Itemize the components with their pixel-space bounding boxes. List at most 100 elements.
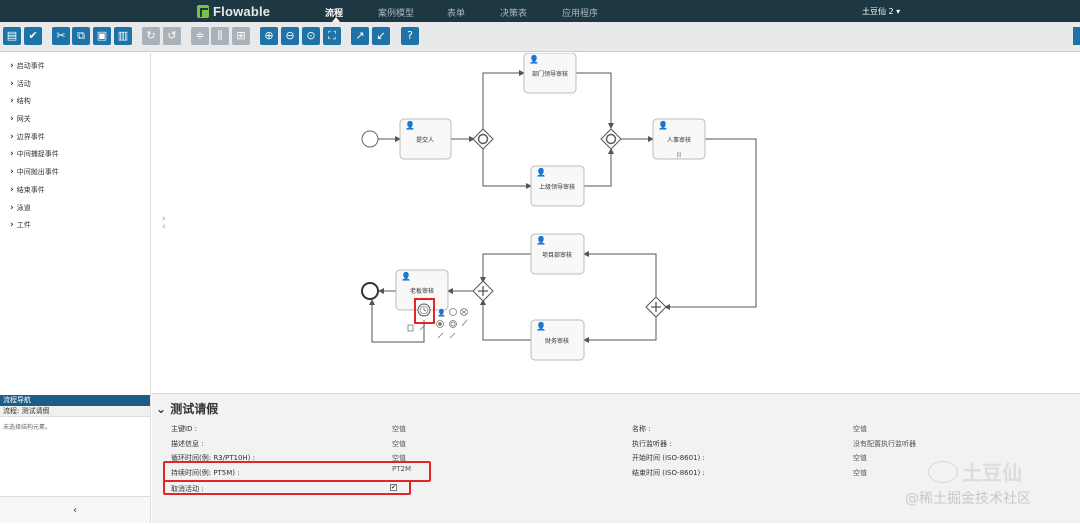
palette-structural[interactable]: 结构 xyxy=(10,96,31,106)
flowable-logo-icon xyxy=(197,4,209,18)
same-size-button[interactable]: ⊞ xyxy=(232,27,250,45)
watermark-community: @稀土掘金技术社区 xyxy=(905,491,1031,507)
paste-button[interactable]: ▣ xyxy=(93,27,111,45)
timer-highlight-box xyxy=(414,298,435,324)
svg-text:👤: 👤 xyxy=(529,54,539,64)
flowable-logo[interactable]: Flowable xyxy=(197,3,270,19)
cut-button[interactable]: ✂ xyxy=(52,27,70,45)
prop-label-description: 描述信息 : xyxy=(171,440,204,448)
nav-apps[interactable]: 应用程序 xyxy=(562,9,599,19)
cancel-activity-highlight-box xyxy=(163,480,411,495)
prop-label-cancel-activity: 取消活动 : xyxy=(171,485,204,493)
wechat-watermark-icon xyxy=(928,461,958,483)
svg-text:👤: 👤 xyxy=(536,167,546,177)
boundary-timer-event[interactable] xyxy=(417,303,431,317)
palette-start-events[interactable]: 启动事件 xyxy=(10,61,45,71)
watermark-author: 土豆仙 xyxy=(962,461,1022,485)
properties-title[interactable]: ⌄ 测试请假 xyxy=(156,400,218,417)
zoom-actual-button[interactable]: ⊙ xyxy=(302,27,320,45)
task-superior-label: 上级领导审核 xyxy=(539,183,575,191)
user-menu[interactable]: 土豆仙 2 ▾ xyxy=(862,7,901,16)
logo-text: Flowable xyxy=(213,3,271,19)
nav-case-model[interactable]: 案例模型 xyxy=(378,9,415,19)
palette-toggle-icon[interactable]: ›‹ xyxy=(162,214,166,232)
align-horizontal-button[interactable]: ⫼ xyxy=(211,27,229,45)
task-dept-review[interactable]: 👤 部门领导审核 xyxy=(523,53,577,94)
task-finance-review[interactable]: 👤 财务审核 xyxy=(530,319,585,361)
palette-intermediate-catch[interactable]: 中间捕捉事件 xyxy=(10,149,59,159)
undo-button[interactable]: ↺ xyxy=(163,27,181,45)
task-hr-label: 人事审核 xyxy=(667,136,691,144)
redo-button[interactable]: ↻ xyxy=(142,27,160,45)
prop-label-id: 主键ID : xyxy=(171,425,198,433)
navigator-process-row[interactable]: 流程: 测试请假 xyxy=(0,406,150,417)
prop-value-description[interactable]: 空值 xyxy=(392,440,406,448)
cancel-activity-checkbox[interactable]: ✔ xyxy=(390,484,397,491)
palette-swimlanes[interactable]: 泳道 xyxy=(10,203,31,213)
palette-end-events[interactable]: 结束事件 xyxy=(10,185,45,195)
svg-text:👤: 👤 xyxy=(405,120,415,130)
palette-artifacts[interactable]: 工件 xyxy=(10,220,31,230)
prop-value-exec-listener[interactable]: 没有配置执行监听器 xyxy=(853,440,916,448)
zoom-fit-button[interactable]: ⛶ xyxy=(323,27,341,45)
bend-point-remove-button[interactable]: ↙ xyxy=(372,27,390,45)
nav-process[interactable]: 流程 xyxy=(325,9,344,19)
palette-boundary-events[interactable]: 边界事件 xyxy=(10,132,45,142)
task-pm-review[interactable]: 👤 项目部审核 xyxy=(530,233,585,275)
shape-palette: 启动事件 活动 结构 网关 边界事件 中间捕捉事件 中间抛出事件 结束事件 泳道… xyxy=(0,53,151,395)
end-event[interactable] xyxy=(361,282,379,300)
copy-button[interactable]: ⧉ xyxy=(72,27,90,45)
parallel-join-gateway[interactable] xyxy=(472,280,494,302)
nav-form[interactable]: 表单 xyxy=(447,9,466,19)
multi-instance-marker: ||| xyxy=(676,152,681,158)
merge-gateway[interactable] xyxy=(600,128,622,150)
prop-label-exec-listener: 执行监听器 : xyxy=(632,440,672,448)
prop-value-end-time[interactable]: 空值 xyxy=(853,469,867,477)
properties-title-text: 测试请假 xyxy=(170,402,219,416)
palette-gateways[interactable]: 网关 xyxy=(10,114,31,124)
bend-point-add-button[interactable]: ↗ xyxy=(351,27,369,45)
palette-activities[interactable]: 活动 xyxy=(10,79,31,89)
navigator-title: 流程导航 xyxy=(0,395,150,406)
split-gateway[interactable] xyxy=(472,128,494,150)
task-finance-label: 财务审核 xyxy=(545,337,569,345)
active-tab-caret xyxy=(332,17,340,22)
svg-text:👤: 👤 xyxy=(536,321,546,331)
chevron-down-icon: ⌄ xyxy=(156,402,171,416)
task-submit-label: 提交人 xyxy=(416,136,434,144)
palette-intermediate-throw[interactable]: 中间抛出事件 xyxy=(10,167,59,177)
prop-value-duration[interactable]: PT2M xyxy=(392,465,411,473)
process-canvas[interactable]: 👤提交人 👤部门领导审核 👤上级领导审核 👤人事审核||| 👤项目部审核 👤财务… xyxy=(312,53,768,393)
nav-decision-table[interactable]: 决策表 xyxy=(500,9,528,19)
align-vertical-button[interactable]: ≑ xyxy=(191,27,209,45)
svg-text:👤: 👤 xyxy=(658,120,668,130)
prop-value-start-time[interactable]: 空值 xyxy=(853,454,867,462)
collapse-left-icon[interactable]: ‹ xyxy=(0,496,150,523)
prop-value-id[interactable]: 空值 xyxy=(392,425,406,433)
task-dept-label: 部门领导审核 xyxy=(532,70,568,78)
prop-label-start-time: 开始时间 (ISO-8601) : xyxy=(632,454,705,462)
navigator-empty-text: 未选择结构元素。 xyxy=(3,424,52,431)
zoom-in-button[interactable]: ⊕ xyxy=(260,27,278,45)
process-navigator: 流程导航 流程: 测试请假 未选择结构元素。 ‹ xyxy=(0,395,151,523)
svg-text:👤: 👤 xyxy=(536,235,546,245)
task-submit[interactable]: 👤提交人 xyxy=(399,118,452,160)
prop-label-name: 名称 : xyxy=(632,425,651,433)
task-hr-review[interactable]: 👤 人事审核 ||| xyxy=(652,118,706,160)
duration-highlight-box xyxy=(163,461,431,482)
prop-value-cycle[interactable]: 空值 xyxy=(392,454,406,462)
close-editor-button[interactable] xyxy=(1073,27,1080,45)
zoom-out-button[interactable]: ⊖ xyxy=(281,27,299,45)
task-superior-review[interactable]: 👤 上级领导审核 xyxy=(530,165,585,207)
parallel-split-gateway[interactable] xyxy=(645,296,667,318)
validate-button[interactable]: ✔ xyxy=(24,27,42,45)
start-event[interactable] xyxy=(361,130,379,148)
prop-label-end-time: 结束时间 (ISO-8601) : xyxy=(632,469,705,477)
delete-button[interactable]: ▥ xyxy=(114,27,132,45)
svg-text:👤: 👤 xyxy=(401,271,411,281)
help-button[interactable]: ? xyxy=(401,27,419,45)
task-boss-label: 老板审核 xyxy=(410,287,434,295)
task-pm-label: 项目部审核 xyxy=(542,251,572,259)
prop-value-name[interactable]: 空值 xyxy=(853,425,867,433)
save-model-button[interactable]: ▤ xyxy=(3,27,21,45)
